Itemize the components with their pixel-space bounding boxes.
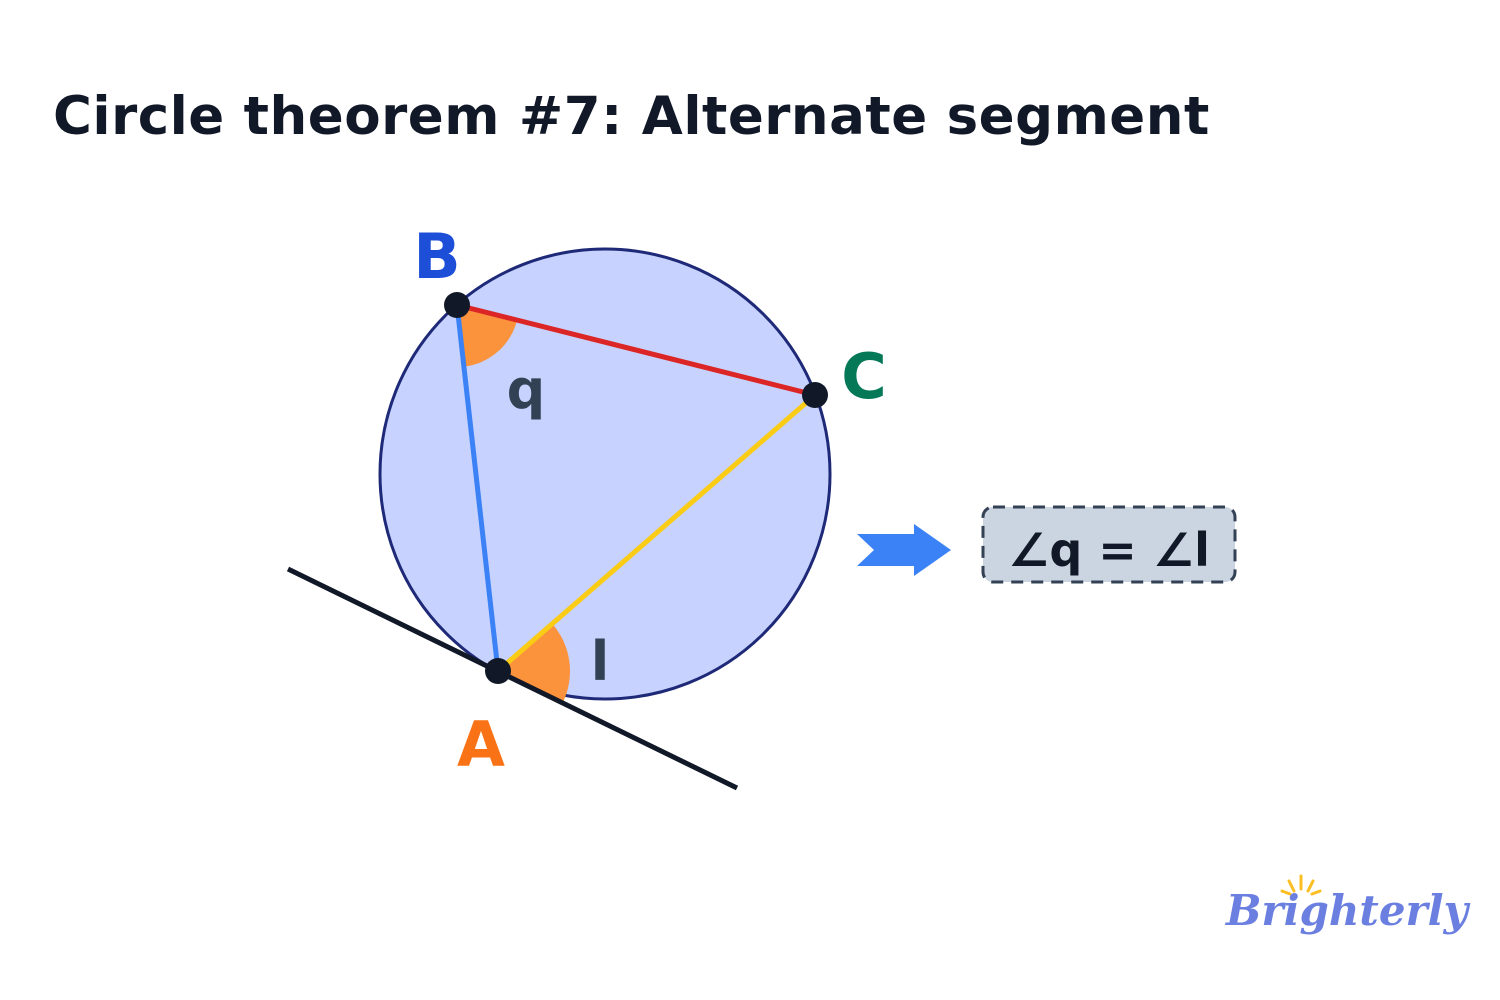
brighterly-logo: Brighterly <box>1225 874 1471 935</box>
label-c: C <box>841 340 887 413</box>
chord-ab <box>454 304 501 672</box>
angle-l-wedge <box>498 623 571 703</box>
arrow-right-icon <box>857 524 951 576</box>
chord-ac <box>496 393 817 673</box>
label-angle-l: l <box>591 630 610 693</box>
sun-rays-icon <box>1280 874 1322 896</box>
angle-q-wedge <box>457 305 518 367</box>
label-b: B <box>413 220 460 293</box>
label-a: A <box>457 708 505 781</box>
chord-bc <box>456 302 816 398</box>
label-angle-q: q <box>507 358 546 421</box>
circle <box>378 247 832 701</box>
page-title: Circle theorem #7: Alternate segment <box>53 86 1210 147</box>
point-a <box>485 658 511 684</box>
point-c <box>802 382 828 408</box>
point-b <box>444 292 470 318</box>
equation-box <box>981 505 1237 584</box>
equation-text: ∠q = ∠l <box>1008 523 1210 577</box>
logo-text: Brighterly <box>1225 886 1471 935</box>
tangent-line <box>286 566 739 791</box>
